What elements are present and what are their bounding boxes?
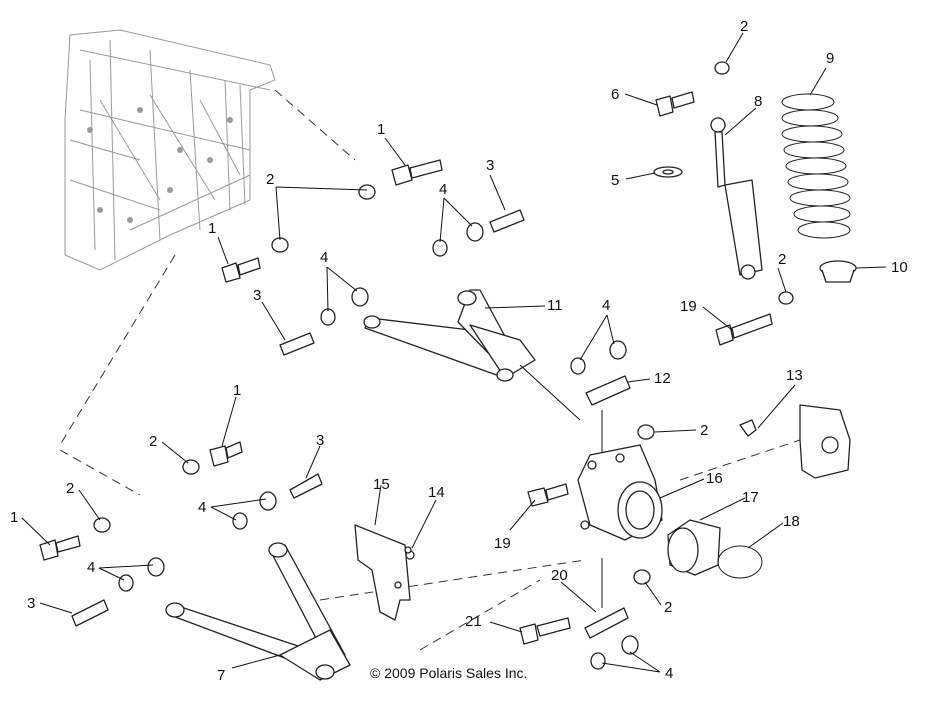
callout-1: 1 [10,509,18,526]
callout-11: 11 [547,297,563,314]
lower-a-arm [165,542,351,681]
callout-1: 1 [377,121,385,138]
callout-17: 17 [742,489,759,506]
sleeves [71,209,631,639]
callout-4: 4 [602,297,610,314]
callout-4: 4 [665,665,673,682]
spring-retainer [819,260,857,283]
callout-2: 2 [740,18,748,35]
callout-numbers: 1 2 3 4 1 4 3 11 4 12 19 2 10 9 8 2 6 5 … [10,18,908,684]
snap-ring [717,545,763,579]
callout-3: 3 [27,595,35,612]
callout-1: 1 [233,382,241,399]
callout-21: 21 [465,613,482,630]
upper-a-arm [363,289,536,382]
callout-2: 2 [66,480,74,497]
callout-3: 3 [253,287,261,304]
leader-lines [21,32,887,673]
callout-14: 14 [428,484,445,501]
callout-9: 9 [826,50,834,67]
bushings [118,222,639,670]
callout-4: 4 [320,249,328,266]
wheel-bearing [667,519,721,576]
callout-13: 13 [786,367,803,384]
callout-2: 2 [664,599,672,616]
callout-7: 7 [217,667,225,684]
copyright-text: © 2009 Polaris Sales Inc. [370,665,527,681]
washer [653,166,683,178]
callout-1: 1 [208,220,216,237]
alignment-lines [59,89,801,651]
callout-10: 10 [891,259,908,276]
callout-2: 2 [149,433,157,450]
callout-4: 4 [439,181,447,198]
callout-15: 15 [373,476,390,493]
callout-2: 2 [700,422,708,439]
callout-4: 4 [87,559,95,576]
callout-12: 12 [654,370,671,387]
callout-4: 4 [198,499,206,516]
vehicle-frame [64,29,276,271]
callout-16: 16 [706,470,723,487]
callout-8: 8 [754,93,762,110]
skid-plate [354,524,415,621]
callout-3: 3 [486,157,494,174]
callout-3: 3 [316,432,324,449]
callout-19: 19 [680,298,697,315]
callout-2: 2 [266,171,274,188]
callout-19: 19 [494,535,511,552]
bolts [39,91,773,645]
callout-5: 5 [611,172,619,189]
callout-18: 18 [783,513,800,530]
callout-2: 2 [778,251,786,268]
bearing-carrier [577,444,663,541]
coil-spring [781,93,851,239]
nuts [93,61,794,585]
callout-6: 6 [611,86,619,103]
callout-20: 20 [551,567,568,584]
shock-absorber [710,117,763,280]
brake-caliper [739,404,851,479]
